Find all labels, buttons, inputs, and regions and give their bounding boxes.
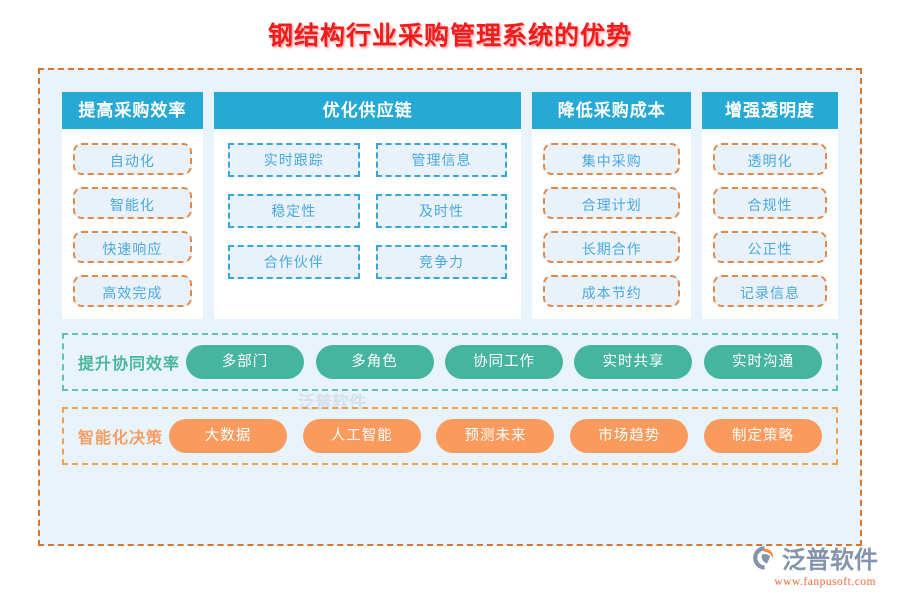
chip-item[interactable]: 合作伙伴: [227, 245, 360, 279]
advantage-columns: 提高采购效率 自动化 智能化 快速响应 高效完成 优化供应链 实时跟踪 管理信息…: [40, 70, 860, 319]
pill-item[interactable]: 人工智能: [302, 419, 421, 453]
chip-item[interactable]: 稳定性: [227, 194, 360, 228]
band-collaboration-pills: 多部门 多角色 协同工作 实时共享 实时沟通: [186, 345, 822, 379]
chip-item[interactable]: 成本节约: [543, 275, 681, 307]
chip-item[interactable]: 智能化: [73, 187, 192, 219]
advantages-frame: 提高采购效率 自动化 智能化 快速响应 高效完成 优化供应链 实时跟踪 管理信息…: [38, 68, 862, 546]
pill-item[interactable]: 实时沟通: [703, 345, 822, 379]
logo-url: www.fanpusoft.com: [774, 576, 876, 588]
band-collaboration: 提升协同效率 多部门 多角色 协同工作 实时共享 实时沟通: [62, 333, 838, 391]
fanpu-swirl-icon: [751, 544, 779, 577]
chip-item[interactable]: 实时跟踪: [227, 143, 360, 177]
chip-item[interactable]: 记录信息: [713, 275, 827, 307]
chip-item[interactable]: 及时性: [375, 194, 508, 228]
chip-item[interactable]: 公正性: [713, 231, 827, 263]
column-2-body: 实时跟踪 管理信息 稳定性 及时性 合作伙伴 竞争力: [214, 129, 522, 319]
pill-item[interactable]: 制定策略: [703, 419, 822, 453]
band-intelligent-decision-pills: 大数据 人工智能 预测未来 市场趋势 制定策略: [169, 419, 822, 453]
advantage-column-2: 优化供应链 实时跟踪 管理信息 稳定性 及时性 合作伙伴 竞争力: [213, 92, 522, 319]
pill-item[interactable]: 实时共享: [574, 345, 693, 379]
chip-item[interactable]: 管理信息: [375, 143, 508, 177]
chip-item[interactable]: 集中采购: [543, 143, 681, 175]
advantage-column-3: 降低采购成本 集中采购 合理计划 长期合作 成本节约: [532, 92, 692, 319]
chip-item[interactable]: 高效完成: [73, 275, 192, 307]
column-4-body: 透明化 合规性 公正性 记录信息: [702, 129, 838, 319]
column-1-body: 自动化 智能化 快速响应 高效完成: [62, 129, 203, 319]
chip-item[interactable]: 自动化: [73, 143, 192, 175]
page-title: 钢结构行业采购管理系统的优势: [267, 22, 632, 50]
pill-item[interactable]: 市场趋势: [570, 419, 689, 453]
chip-item[interactable]: 竞争力: [375, 245, 508, 279]
chip-item[interactable]: 快速响应: [73, 231, 192, 263]
band-intelligent-decision-label: 智能化决策: [78, 430, 164, 447]
advantage-column-1: 提高采购效率 自动化 智能化 快速响应 高效完成: [62, 92, 203, 319]
column-3-header: 降低采购成本: [532, 92, 692, 129]
column-1-header: 提高采购效率: [62, 92, 203, 129]
band-intelligent-decision: 智能化决策 大数据 人工智能 预测未来 市场趋势 制定策略: [62, 407, 838, 465]
column-2-header: 优化供应链: [213, 92, 522, 129]
pill-item[interactable]: 预测未来: [436, 419, 555, 453]
brand-logo: 泛普软件 www.fanpusoft.com: [728, 544, 878, 592]
pill-item[interactable]: 多部门: [186, 345, 305, 379]
pill-item[interactable]: 多角色: [315, 345, 434, 379]
capability-bands: 提升协同效率 多部门 多角色 协同工作 实时共享 实时沟通 智能化决策 大数据 …: [40, 319, 860, 465]
logo-name: 泛普软件: [782, 546, 878, 574]
logo-row: 泛普软件: [728, 544, 878, 577]
pill-item[interactable]: 协同工作: [444, 345, 563, 379]
column-4-header: 增强透明度: [702, 92, 838, 129]
pill-item[interactable]: 大数据: [169, 419, 288, 453]
chip-item[interactable]: 长期合作: [543, 231, 681, 263]
advantage-column-4: 增强透明度 透明化 合规性 公正性 记录信息: [702, 92, 838, 319]
chip-item[interactable]: 透明化: [713, 143, 827, 175]
band-collaboration-label: 提升协同效率: [78, 356, 181, 373]
chip-item[interactable]: 合理计划: [543, 187, 681, 219]
chip-item[interactable]: 合规性: [713, 187, 827, 219]
column-3-body: 集中采购 合理计划 长期合作 成本节约: [532, 129, 691, 319]
